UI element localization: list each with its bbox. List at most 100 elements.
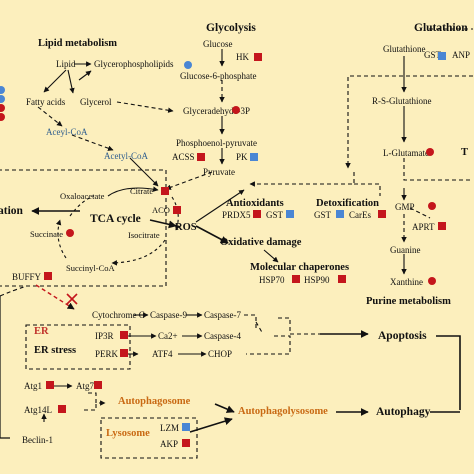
metabolite-citrate: Citrate: [130, 186, 154, 196]
section-antioxidants: Antioxidants: [226, 198, 284, 209]
citrate-up-marker: [161, 187, 169, 195]
atg14l-up-marker: [58, 405, 66, 413]
metabolite-glycerol: Glycerol: [80, 97, 112, 107]
atg7-up-marker: [94, 381, 102, 389]
section-chaperones: Molecular chaperones: [250, 262, 350, 273]
pk-down-marker: [250, 153, 258, 161]
gene-atg14l: Atg14L: [24, 405, 52, 415]
metabolite-acetyl-coa: Acetyl-CoA: [104, 151, 148, 161]
metabolite-fatty-acids: Fatty acids: [26, 97, 66, 107]
section-detox: Detoxification: [316, 198, 379, 209]
gst-down-marker-3: [438, 52, 446, 60]
section-t-cut: T: [461, 147, 469, 158]
metabolite-ca2: Ca2+: [158, 331, 178, 341]
section-er-stress: ER stress: [34, 345, 77, 356]
metabolite-isocitrate: Isocitrate: [128, 230, 160, 240]
l-glutamate-up-marker: [426, 148, 434, 156]
metabolite-pyruvate: Pyruvate: [203, 167, 235, 177]
section-autophagy: Autophagy: [376, 406, 431, 418]
aprt-up-marker: [438, 222, 446, 230]
glycerophospholipids-down-marker: [184, 61, 192, 69]
lzm-down-marker: [182, 423, 190, 431]
metabolite-rs-glutathione: R-S-Glutathione: [372, 96, 432, 106]
gene-gst: GST: [266, 210, 284, 220]
metabolite-lipid: Lipid: [56, 59, 76, 69]
metabolite-oxaloacetate: Oxaloacetate: [60, 191, 105, 201]
gene-prdx5: PRDX5: [222, 210, 251, 220]
metabolite-caspase9: Caspase-9: [150, 310, 187, 320]
atg1-up-marker: [46, 381, 54, 389]
buffy-up-marker: [44, 272, 52, 280]
metabolite-beclin: Beclin-1: [22, 435, 53, 445]
metabolite-succinate: Succinate: [30, 229, 64, 239]
acss-up-marker: [197, 153, 205, 161]
metabolite-ros: ROS: [175, 222, 197, 233]
gene-atf4: ATF4: [152, 349, 173, 359]
metabolite-cytochrome-c: Cytochrome C: [92, 310, 145, 320]
section-tca: TCA cycle: [90, 213, 141, 225]
gmp-up-marker: [428, 202, 436, 210]
gene-aco: ACO: [152, 205, 170, 215]
gene-cares: CarEs: [349, 210, 371, 220]
left-edge-up-marker-2: [0, 113, 5, 121]
section-lipid: Lipid metabolism: [38, 38, 118, 49]
akp-up-marker: [182, 439, 190, 447]
section-glutathione: Glutathion: [414, 22, 468, 34]
gst-down-marker-1: [286, 210, 294, 218]
perk-up-marker: [120, 349, 128, 357]
metabolite-glycerophospholipids: Glycerophospholipids: [94, 59, 174, 69]
gap-up-marker: [232, 106, 240, 114]
succinate-up-marker: [66, 229, 74, 237]
gene-gst: GST: [424, 50, 442, 60]
section-er: ER: [34, 326, 49, 337]
metabolite-xanthine: Xanthine: [390, 277, 423, 287]
aco-up-marker: [173, 206, 181, 214]
section-oxidative: Oxidative damage: [220, 237, 302, 248]
gene-perk: PERK: [95, 349, 119, 359]
metabolite-pep: Phosphoenol-pyruvate: [176, 138, 257, 148]
metabolite-caspase7: Caspase-7: [204, 310, 241, 320]
metabolite-l-glutamate: L-Glutamate: [383, 148, 429, 158]
metabolite-chop: CHOP: [208, 349, 233, 359]
metabolite-g6p: Glucose-6-phosphate: [180, 71, 257, 81]
gene-hk: HK: [236, 52, 249, 62]
hk-up-marker: [254, 53, 262, 61]
gene-anp: ANP: [452, 50, 471, 60]
section-glycolysis: Glycolysis: [206, 22, 256, 34]
section-autophagosome: Autophagosome: [118, 396, 191, 407]
metabolite-glutathione: Glutathione: [383, 44, 426, 54]
metabolite-succinyl-coa: Succinyl-CoA: [66, 263, 115, 273]
prdx5-up-marker: [253, 210, 261, 218]
hsp90-up-marker: [338, 275, 346, 283]
gene-atg7: Atg7: [76, 381, 94, 391]
metabolite-caspase4: Caspase-4: [204, 331, 241, 341]
metabolite-glucose: Glucose: [203, 39, 233, 49]
gene-akp: AKP: [160, 439, 179, 449]
gene-pk: PK: [236, 152, 248, 162]
section-lysosome: Lysosome: [106, 428, 150, 439]
gene-atg1: Atg1: [24, 381, 42, 391]
gene-acss: ACSS: [172, 152, 195, 162]
section-autophagolysosome: Autophagolysosome: [238, 406, 328, 417]
inhibition-cross: [66, 293, 78, 305]
ip3r-up-marker: [120, 331, 128, 339]
section-apoptosis: Apoptosis: [378, 330, 427, 342]
gene-ip3r: IP3R: [95, 331, 114, 341]
gst-down-marker-2: [336, 210, 344, 218]
left-edge-up-marker-1: [0, 104, 5, 112]
metabolite-gap: Glyceradehyde-3P: [183, 106, 250, 116]
xanthine-up-marker: [428, 277, 436, 285]
gene-hsp70: HSP70: [259, 275, 285, 285]
gene-gst: GST: [314, 210, 332, 220]
gene-aprt: APRT: [412, 222, 435, 232]
left-edge-down-marker-1: [0, 86, 5, 94]
gene-lzm: LZM: [160, 423, 179, 433]
hsp70-up-marker: [292, 275, 300, 283]
gene-hsp90: HSP90: [304, 275, 330, 285]
left-edge-down-marker-2: [0, 95, 5, 103]
metabolite-guanine: Guanine: [390, 245, 421, 255]
cares-up-marker: [378, 210, 386, 218]
gene-buffy: BUFFY: [12, 272, 42, 282]
